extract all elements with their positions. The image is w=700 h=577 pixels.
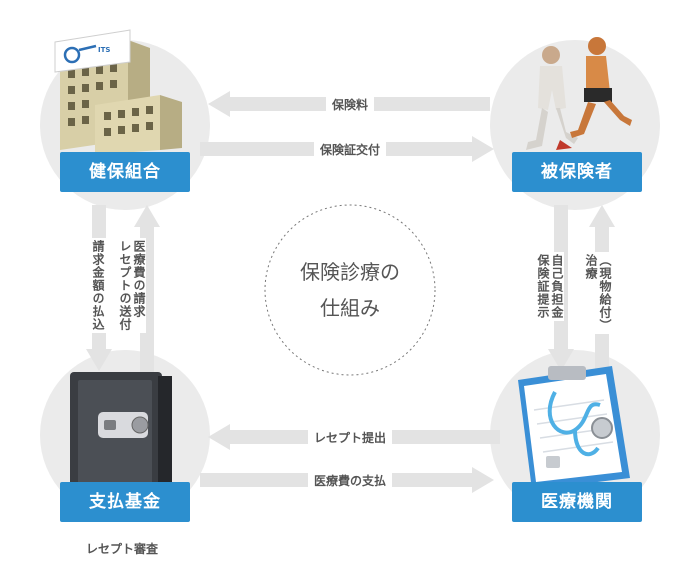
label-genbutsu-line1: （現物給付） bbox=[598, 254, 612, 332]
label-receipt-teishutsu: レセプト提出 bbox=[307, 429, 393, 446]
label-genbutsu-line2: 治療 bbox=[584, 254, 598, 280]
label-iryohi-shiharai: 医療費の支払 bbox=[307, 472, 393, 489]
label-jiko-futan-line2: 保険証提示 bbox=[536, 254, 550, 319]
center-circle bbox=[264, 204, 436, 376]
label-iryohi-seikyu-line2: レセプトの送付 bbox=[118, 240, 132, 331]
center-title-line2: 仕組み bbox=[320, 296, 380, 320]
building-illustration bbox=[54, 29, 182, 155]
node-kenpo: 健保組合 bbox=[60, 152, 190, 192]
node-iryo: 医療機関 bbox=[512, 482, 642, 522]
label-iryohi-seikyu-line1: 医療費の請求 bbox=[132, 240, 146, 318]
label-iryohi-seikyu: 医療費の請求 レセプトの送付 bbox=[118, 238, 146, 333]
shiharai-note: レセプト審査 bbox=[86, 542, 159, 556]
building-sign-text: ITS bbox=[98, 46, 111, 54]
label-hokenryo: 保険料 bbox=[325, 96, 375, 113]
label-hokensho: 保険証交付 bbox=[313, 141, 387, 158]
node-shiharai: 支払基金 bbox=[60, 482, 190, 522]
center-title-line1: 保険診療の bbox=[300, 260, 400, 284]
label-jiko-futan: 自己負担金 保険証提示 bbox=[536, 252, 564, 321]
label-seikyu-harai: 請求金額の払込 bbox=[89, 238, 107, 333]
label-genbutsu: （現物給付） 治療 bbox=[584, 252, 612, 334]
node-hihokensha: 被保険者 bbox=[512, 152, 642, 192]
safe-illustration bbox=[70, 372, 172, 496]
runners-illustration bbox=[526, 37, 632, 150]
center-title: 保険診療の 仕組み bbox=[265, 254, 435, 326]
label-jiko-futan-line1: 自己負担金 bbox=[550, 254, 564, 319]
clipboard-illustration bbox=[518, 366, 630, 490]
